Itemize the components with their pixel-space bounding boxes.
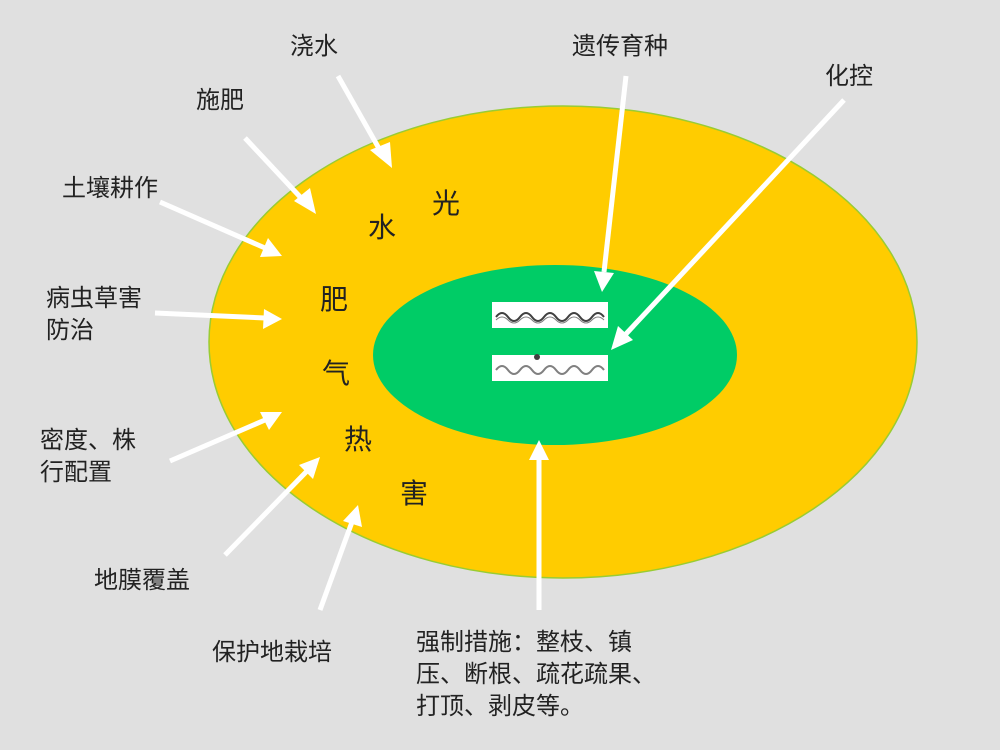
factor-fertilizer: 肥: [320, 283, 349, 316]
label-breeding: 遗传育种: [572, 32, 668, 60]
label-density-line2: 行配置: [40, 458, 112, 486]
gene-wave-bottom: [495, 365, 605, 375]
arrow-breeding: [594, 75, 629, 292]
gene-wave-top: [495, 312, 605, 322]
factor-heat: 热: [344, 423, 373, 456]
label-forced-measures-line1: 强制措施：整枝、镇: [416, 628, 632, 656]
label-watering: 浇水: [290, 32, 338, 60]
arrow-watering: [335, 74, 392, 168]
label-chem-control: 化控: [825, 62, 873, 90]
label-pest-control: 病虫草害 防治: [46, 282, 142, 346]
label-protected: 保护地栽培: [212, 638, 332, 666]
label-film-mulch: 地膜覆盖: [94, 566, 190, 594]
arrow-pest-control: [154, 309, 282, 329]
label-pest-control-line1: 病虫草害: [46, 284, 142, 312]
gene-wave-top-2: [495, 316, 605, 324]
label-forced-measures: 强制措施：整枝、镇 压、断根、疏花疏果、 打顶、剥皮等。: [416, 626, 656, 722]
label-density: 密度、株 行配置: [40, 424, 136, 488]
gene-bar-top: [492, 302, 608, 328]
factor-air: 气: [322, 357, 351, 390]
label-density-line1: 密度、株: [40, 426, 136, 454]
label-forced-measures-line2: 压、断根、疏花疏果、: [416, 660, 656, 688]
arrow-protected: [317, 505, 362, 611]
label-fertilize: 施肥: [196, 86, 244, 114]
label-pest-control-line2: 防治: [46, 316, 94, 344]
label-tillage: 土壤耕作: [62, 174, 158, 202]
label-forced-measures-line3: 打顶、剥皮等。: [416, 692, 584, 720]
arrow-chem-control: [611, 98, 846, 350]
factor-harm: 害: [400, 477, 429, 510]
gene-dot: [534, 354, 540, 360]
arrow-tillage: [158, 199, 282, 257]
gene-bar-bottom: [492, 354, 608, 381]
arrow-density: [169, 412, 282, 464]
factor-water: 水: [368, 211, 397, 244]
factor-light: 光: [432, 187, 461, 220]
arrow-film-mulch: [223, 457, 320, 557]
arrow-forced-measures: [529, 440, 549, 610]
arrow-fertilize: [243, 136, 316, 214]
